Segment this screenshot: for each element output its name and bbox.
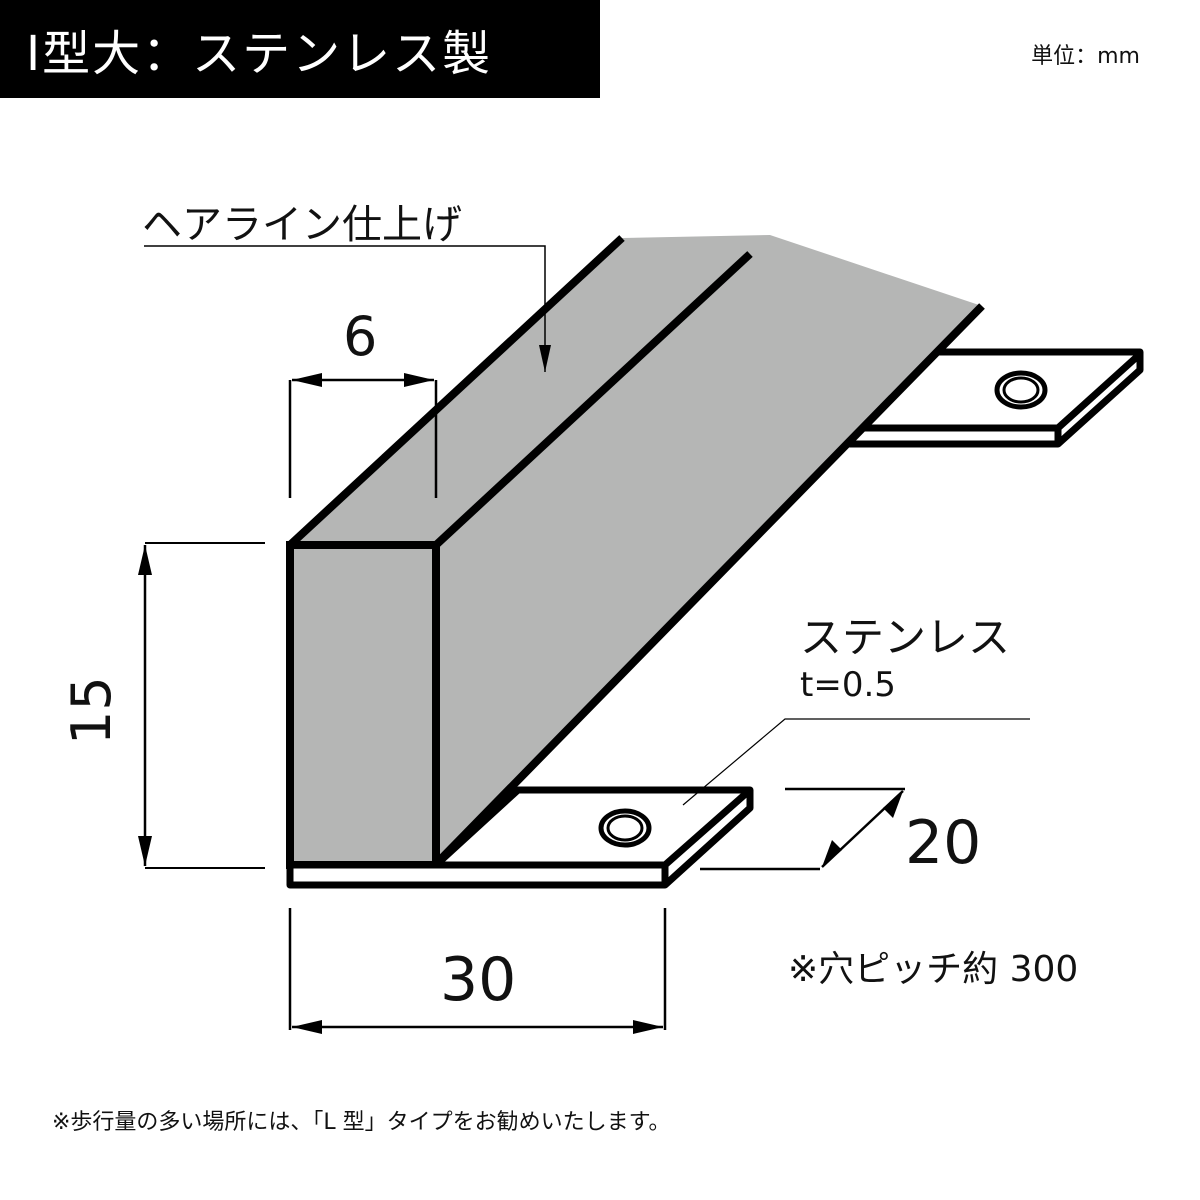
- dimension-6: [288, 373, 438, 498]
- footnote: ※歩行量の多い場所には、「L 型」タイプをお勧めいたします。: [52, 1110, 671, 1135]
- dimension-30: [288, 908, 667, 1034]
- thickness-label: t=0.5: [800, 665, 896, 705]
- page-title: I型大：ステンレス製: [26, 26, 493, 82]
- front-face: [286, 541, 440, 869]
- rear-flange: [846, 348, 1144, 448]
- top-surface: [290, 235, 982, 864]
- unit-label: 単位：mm: [1031, 44, 1140, 69]
- finish-label: ヘアライン仕上げ: [142, 202, 462, 248]
- dimension-6-label: 6: [343, 305, 378, 368]
- dimension-30-label: 30: [440, 945, 517, 1015]
- screw-hole-icon: [598, 808, 652, 848]
- dimension-15-label: 15: [60, 676, 123, 745]
- material-label: ステンレス: [800, 613, 1011, 662]
- dimension-15: [138, 542, 265, 869]
- hole-pitch-label: ※穴ピッチ約 300: [788, 949, 1079, 990]
- dimension-20: [700, 787, 905, 871]
- dimension-20-label: 20: [905, 808, 982, 878]
- material-leader: [682, 718, 1030, 806]
- finish-leader: [144, 245, 546, 372]
- screw-hole-icon: [994, 370, 1048, 410]
- title-bar: I型大：ステンレス製: [0, 0, 600, 98]
